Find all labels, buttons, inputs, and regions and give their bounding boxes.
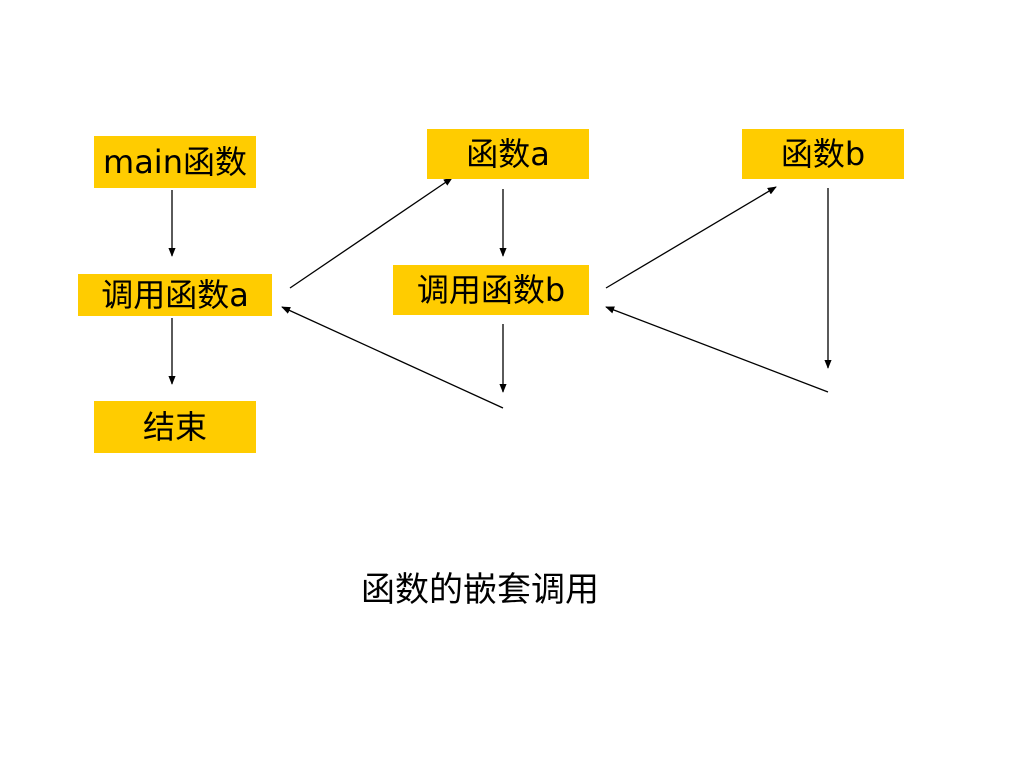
arrow-return-to-call-b <box>605 306 829 393</box>
node-function-a: 函数a <box>427 129 589 179</box>
node-function-b: 函数b <box>742 129 904 179</box>
node-call-function-b-label: 调用函数b <box>416 271 566 309</box>
node-end: 结束 <box>94 401 256 453</box>
node-function-a-label: 函数a <box>466 135 550 173</box>
node-call-function-a-label: 调用函数a <box>101 276 249 314</box>
node-call-function-b: 调用函数b <box>393 265 589 315</box>
diagram-caption: 函数的嵌套调用 <box>361 570 599 610</box>
arrow-return-to-call-a <box>281 306 504 409</box>
node-end-label: 结束 <box>142 408 207 446</box>
arrow-call-a-to-func-a <box>289 177 453 289</box>
node-main-function-label: main函数 <box>103 143 247 181</box>
arrow-call-b-to-func-b <box>605 186 777 289</box>
node-main-function: main函数 <box>94 136 256 188</box>
node-function-b-label: 函数b <box>780 135 866 173</box>
node-call-function-a: 调用函数a <box>78 274 272 316</box>
